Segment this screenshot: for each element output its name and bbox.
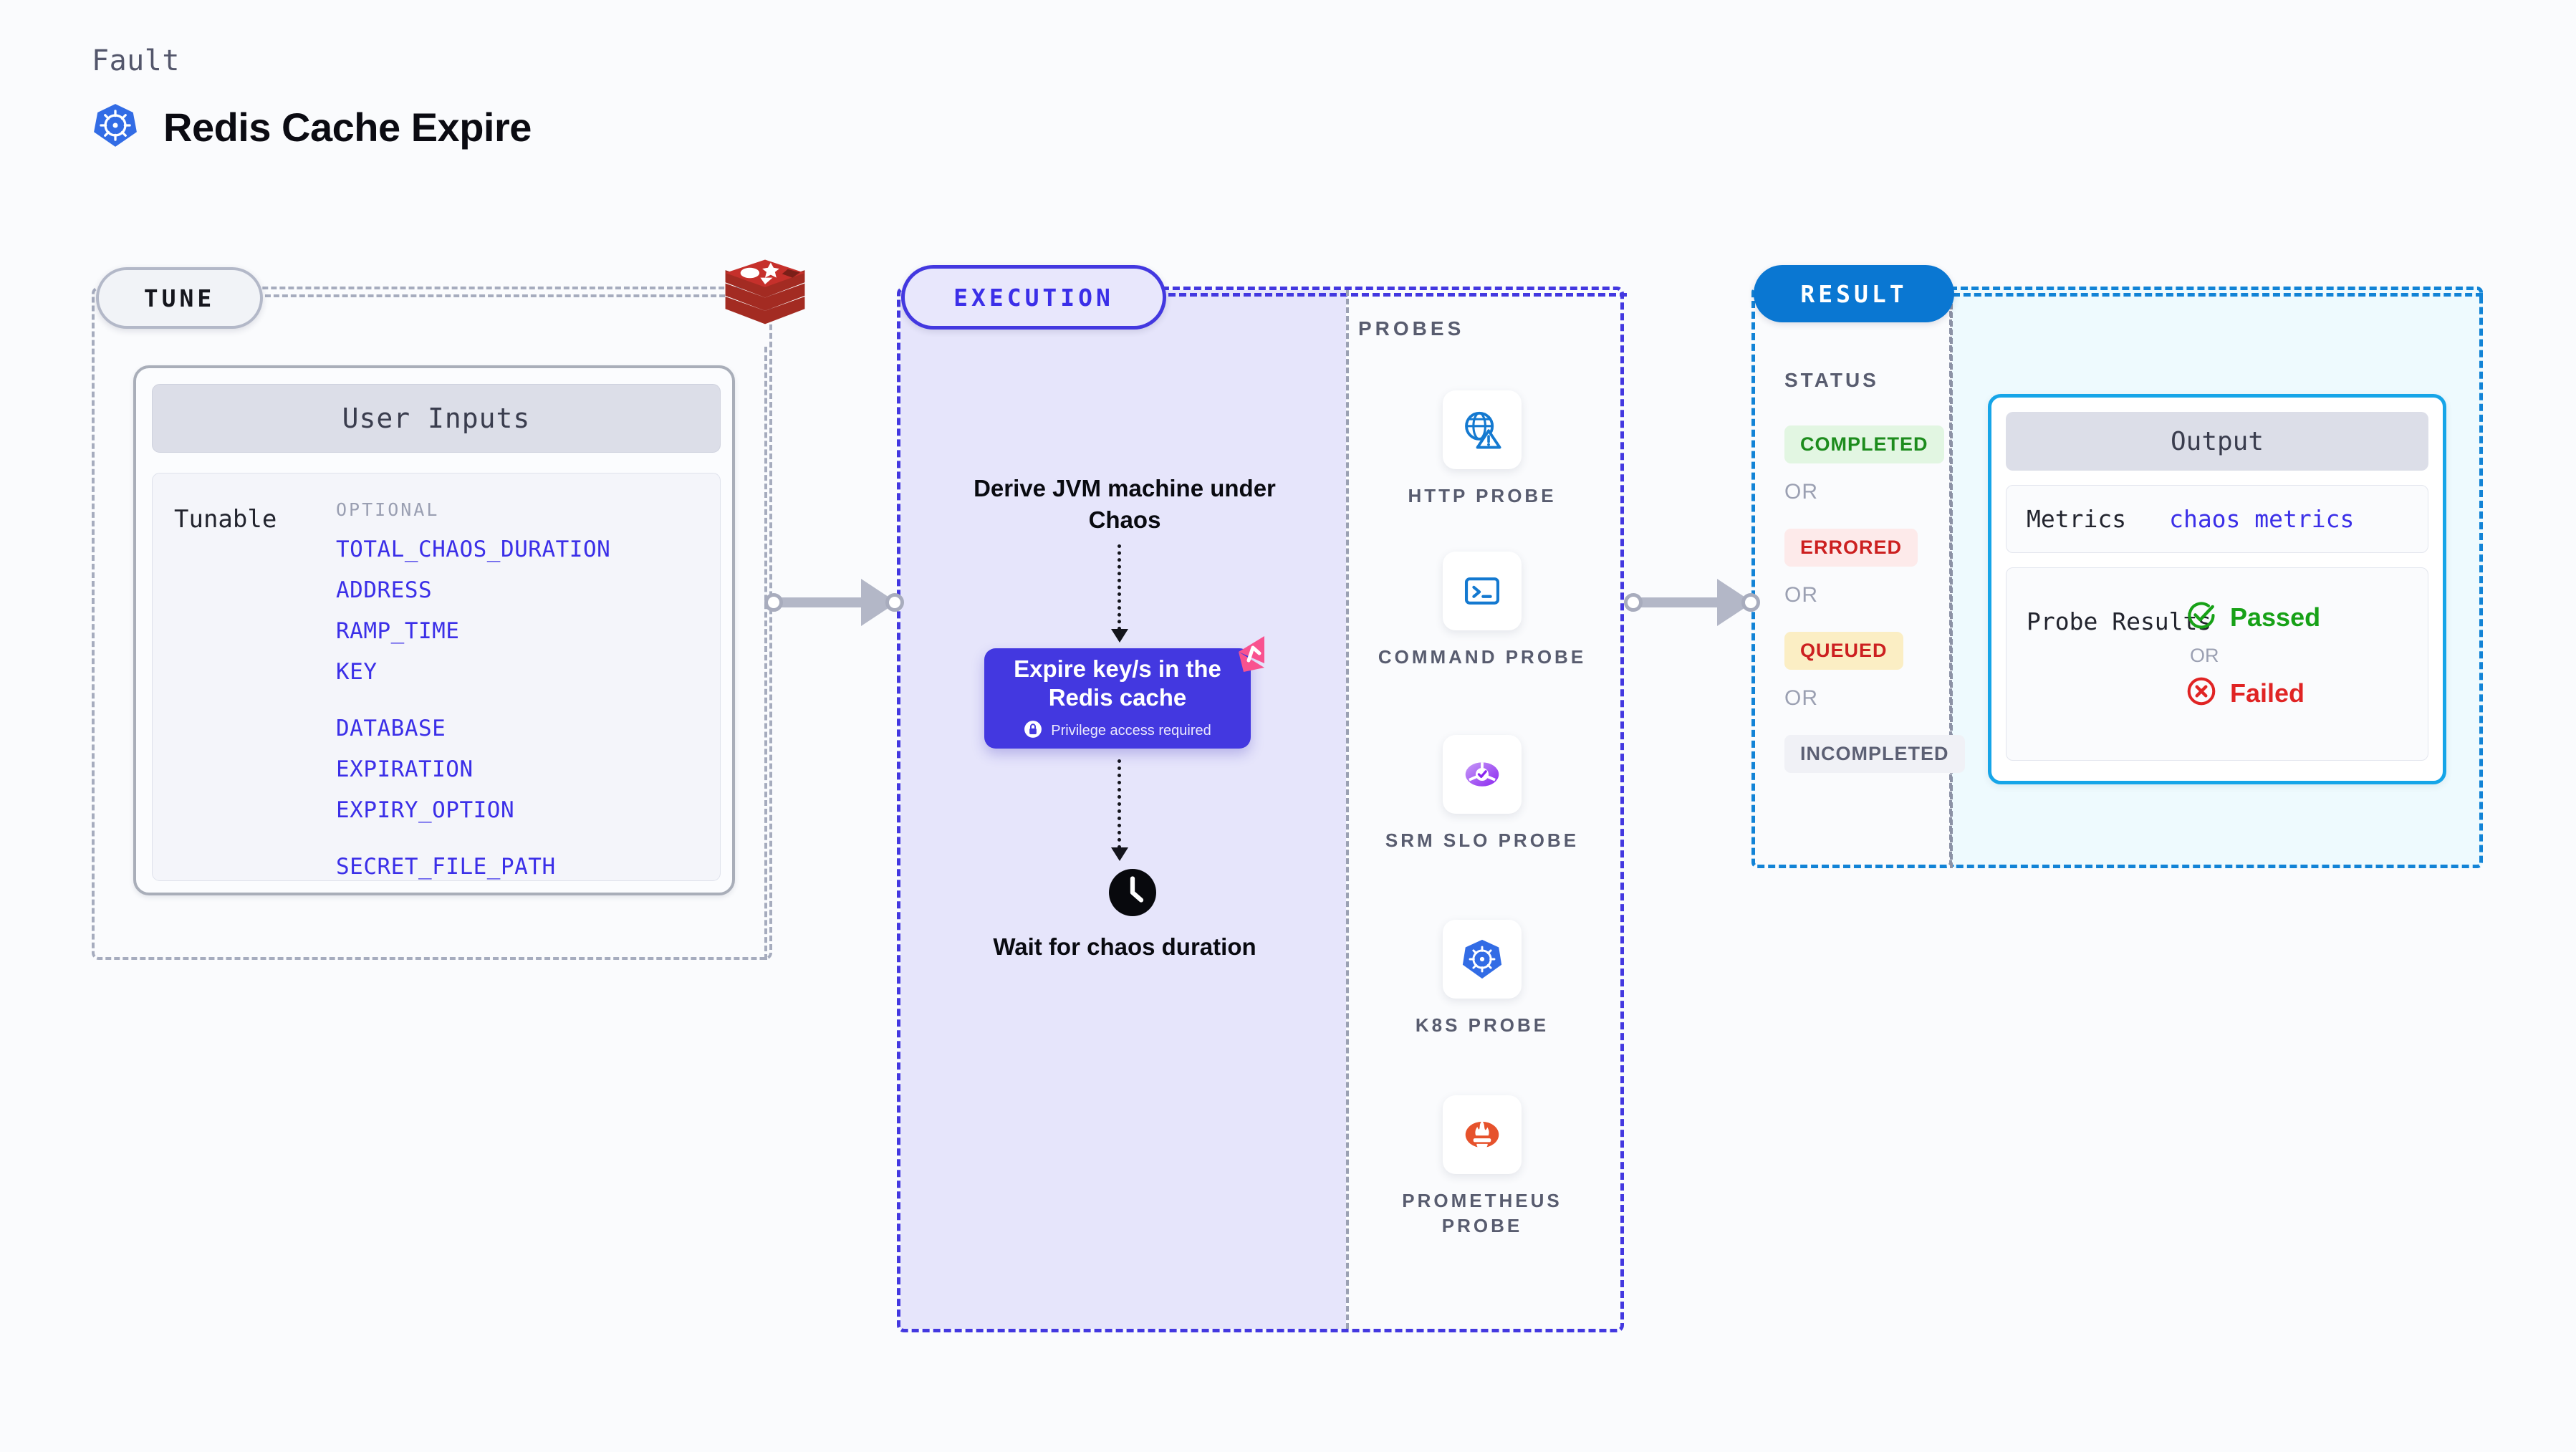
status-or-1: OR bbox=[1784, 480, 1818, 504]
tunable-card: Tunable OPTIONAL TOTAL_CHAOS_DURATION AD… bbox=[152, 473, 721, 881]
probe-item-prometheus[interactable]: PROMETHEUS PROBE bbox=[1375, 1095, 1590, 1239]
fault-kicker: Fault bbox=[92, 44, 180, 77]
tunable-item-expiry-option[interactable]: EXPIRY_OPTION bbox=[336, 797, 515, 823]
tunable-item-ramp-time[interactable]: RAMP_TIME bbox=[336, 618, 460, 644]
status-badge-incompleted: INCOMPLETED bbox=[1784, 735, 1965, 773]
status-or-3: OR bbox=[1784, 686, 1818, 710]
probe-results-label: Probe Results bbox=[2027, 607, 2212, 635]
terminal-icon bbox=[1443, 552, 1522, 630]
kubernetes-helm-icon bbox=[92, 102, 139, 153]
execution-step-derive: Derive JVM machine under Chaos bbox=[974, 475, 1276, 533]
tunable-item-secret-file-path[interactable]: SECRET_FILE_PATH bbox=[336, 854, 556, 880]
connector-tune-to-execution bbox=[764, 577, 904, 628]
globe-warning-icon bbox=[1443, 390, 1522, 469]
metrics-row: Metrics chaos metrics bbox=[2006, 485, 2428, 553]
result-pill[interactable]: RESULT bbox=[1754, 265, 1954, 322]
metrics-value[interactable]: chaos metrics bbox=[2169, 505, 2355, 533]
redis-logo bbox=[718, 252, 812, 347]
execution-arrow-2 bbox=[1118, 759, 1121, 849]
output-card: Output Metrics chaos metrics Probe Resul… bbox=[1988, 394, 2446, 784]
user-inputs-title: User Inputs bbox=[152, 384, 721, 453]
execution-connector-line bbox=[1158, 293, 1627, 297]
probes-label: PROBES bbox=[1358, 317, 1465, 340]
status-label: STATUS bbox=[1784, 369, 1879, 391]
probe-label-http: HTTP PROBE bbox=[1408, 485, 1557, 506]
probe-item-k8s[interactable]: K8S PROBE bbox=[1375, 920, 1590, 1038]
page-title-row: Redis Cache Expire bbox=[92, 102, 532, 153]
probe-label-srm-slo: SRM SLO PROBE bbox=[1385, 830, 1580, 851]
tunable-list: OPTIONAL TOTAL_CHAOS_DURATION ADDRESS RA… bbox=[336, 499, 708, 897]
optional-label: OPTIONAL bbox=[336, 499, 440, 520]
execution-step-wait: Wait for chaos duration bbox=[993, 933, 1256, 960]
privilege-note: Privilege access required bbox=[1024, 720, 1211, 742]
status-badge-completed: COMPLETED bbox=[1784, 425, 1944, 463]
kubernetes-helm-icon bbox=[1443, 920, 1522, 999]
clock-icon bbox=[1107, 867, 1158, 918]
status-badge-queued: QUEUED bbox=[1784, 632, 1903, 670]
execution-action-card[interactable]: Expire key/s in the Redis cache Privileg… bbox=[984, 648, 1251, 749]
tunable-item-expiration[interactable]: EXPIRATION bbox=[336, 756, 474, 782]
execution-arrow-1-head bbox=[1111, 629, 1128, 643]
metrics-label: Metrics bbox=[2027, 505, 2127, 533]
execution-pill[interactable]: EXECUTION bbox=[901, 265, 1166, 330]
execution-panel-background bbox=[900, 290, 1346, 1329]
execution-arrow-2-head bbox=[1111, 847, 1128, 861]
tune-connector-line bbox=[256, 294, 751, 297]
probe-item-http[interactable]: HTTP PROBE bbox=[1375, 390, 1590, 509]
prometheus-flame-icon bbox=[1443, 1095, 1522, 1174]
lock-icon bbox=[1024, 720, 1042, 742]
probe-result-failed: Failed bbox=[2186, 675, 2320, 711]
probe-results-values: Passed OR Failed bbox=[2186, 600, 2320, 711]
tune-pill[interactable]: TUNE bbox=[96, 267, 263, 329]
probe-result-or: OR bbox=[2190, 645, 2219, 666]
page-header: Fault Redis Cache Expire bbox=[92, 44, 532, 153]
output-title: Output bbox=[2006, 412, 2428, 471]
status-or-2: OR bbox=[1784, 583, 1818, 607]
probe-results-row: Probe Results Passed OR bbox=[2006, 567, 2428, 761]
check-circle-icon bbox=[2186, 600, 2217, 635]
probe-item-srm-slo[interactable]: SRM SLO PROBE bbox=[1375, 735, 1590, 853]
connector-execution-to-result bbox=[1624, 577, 1760, 628]
tunable-item-database[interactable]: DATABASE bbox=[336, 716, 446, 741]
probe-label-command: COMMAND PROBE bbox=[1378, 646, 1587, 668]
probe-label-prometheus: PROMETHEUS PROBE bbox=[1402, 1190, 1562, 1237]
tune-platform-vertical-line bbox=[764, 347, 767, 960]
execution-arrow-1 bbox=[1118, 544, 1121, 630]
execution-action-title: Expire key/s in the Redis cache bbox=[1014, 655, 1221, 711]
probe-result-passed: Passed bbox=[2186, 600, 2320, 635]
x-circle-icon bbox=[2186, 675, 2217, 711]
result-sections-divider bbox=[1950, 287, 1953, 868]
probe-label-k8s: K8S PROBE bbox=[1415, 1014, 1549, 1036]
litmus-chaos-badge-icon bbox=[1229, 632, 1274, 676]
probe-item-command[interactable]: COMMAND PROBE bbox=[1375, 552, 1590, 670]
execution-probes-section bbox=[897, 287, 1624, 1332]
probes-divider bbox=[1346, 290, 1349, 1329]
privilege-note-text: Privilege access required bbox=[1051, 723, 1211, 739]
status-badge-errored: ERRORED bbox=[1784, 529, 1918, 567]
probe-result-failed-label: Failed bbox=[2230, 678, 2305, 708]
tunable-label: Tunable bbox=[174, 505, 277, 534]
user-inputs-card: User Inputs Tunable OPTIONAL TOTAL_CHAOS… bbox=[133, 365, 735, 895]
tune-section bbox=[92, 287, 772, 960]
slo-donut-check-icon bbox=[1443, 735, 1522, 814]
tunable-item-address[interactable]: ADDRESS bbox=[336, 577, 433, 603]
probe-result-passed-label: Passed bbox=[2230, 602, 2321, 632]
result-connector-line bbox=[1953, 293, 2483, 297]
tunable-item-total-chaos-duration[interactable]: TOTAL_CHAOS_DURATION bbox=[336, 537, 611, 562]
tunable-item-key[interactable]: KEY bbox=[336, 659, 378, 685]
page-title: Redis Cache Expire bbox=[163, 105, 532, 150]
